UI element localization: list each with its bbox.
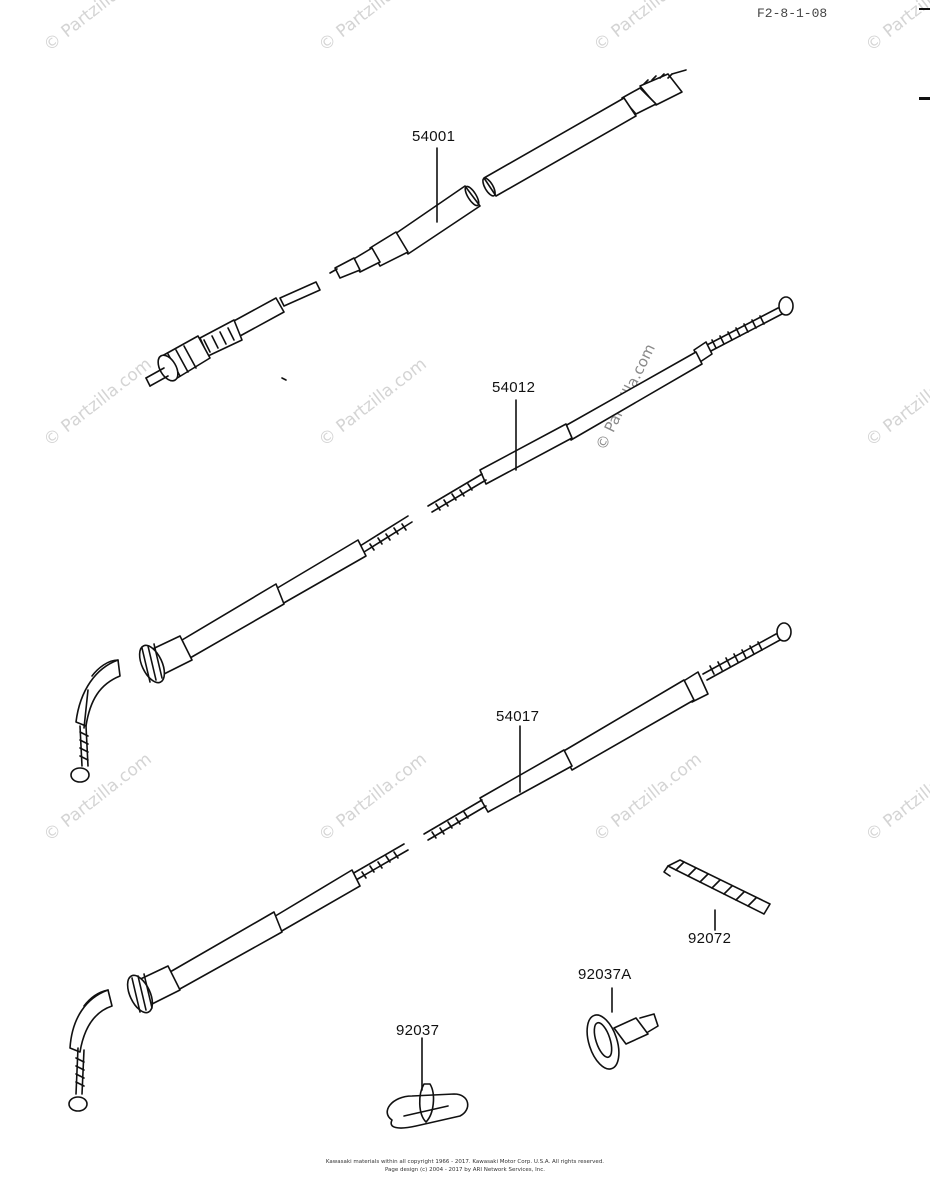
part-number-label: 92037 bbox=[396, 1022, 440, 1039]
part-92037-clip bbox=[386, 1083, 469, 1129]
part-92037A-clamp bbox=[586, 1013, 659, 1070]
part-number-label: 54012 bbox=[492, 379, 536, 396]
edge-mark bbox=[919, 97, 930, 100]
part-54012-cable bbox=[70, 296, 794, 783]
copyright-line-1: Kawasaki materials within all copyright … bbox=[325, 1159, 605, 1165]
part-number-label: 54017 bbox=[496, 708, 540, 725]
part-54017-cable bbox=[68, 622, 792, 1112]
copyright-line-2: Page design (c) 2004 - 2017 by ARI Netwo… bbox=[384, 1167, 546, 1173]
part-number-label: 54001 bbox=[412, 128, 456, 145]
edge-mark bbox=[919, 8, 930, 10]
reference-code: F2-8-1-08 bbox=[757, 6, 828, 21]
part-number-label: 92037A bbox=[578, 966, 632, 983]
part-54001-cable bbox=[145, 69, 687, 387]
part-92072-band bbox=[663, 859, 771, 915]
part-number-label: 92072 bbox=[688, 930, 732, 947]
